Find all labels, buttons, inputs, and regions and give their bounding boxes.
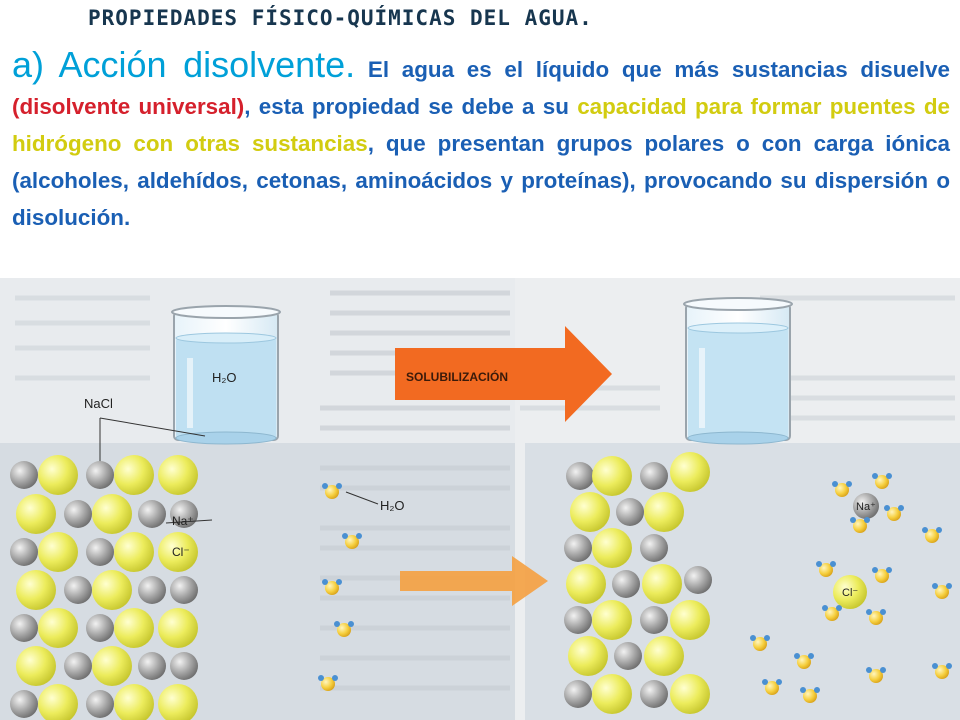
water-molecule-label: H₂O <box>380 498 405 513</box>
small-arrow <box>400 556 548 606</box>
paragraph-text-3: , que presentan grupos polares o con car… <box>12 131 950 230</box>
sodium-leader-line <box>165 519 213 524</box>
hydrated-chloride-ion <box>816 561 892 625</box>
chloride-label-right: Cl⁻ <box>842 587 858 599</box>
left-crystal-row-6 <box>16 646 198 686</box>
water-leader-line <box>345 491 379 505</box>
paragraph-text-2: , esta propiedad se debe a su <box>244 94 578 119</box>
right-crystal-row-7 <box>564 674 710 714</box>
left-page-margin-lines <box>15 295 150 381</box>
solubilization-arrow <box>395 326 612 422</box>
left-beaker <box>171 305 281 445</box>
chloride-label: Cl⁻ <box>172 545 190 559</box>
solubilization-label: SOLUBILIZACIÓN <box>406 369 508 384</box>
highlight-universal-solvent: (disolvente universal) <box>12 94 245 119</box>
section-heading: a) Acción disolvente. <box>12 44 356 85</box>
right-crystal-row-2 <box>570 492 684 532</box>
nacl-label: NaCl <box>84 396 113 411</box>
highlight-hydrogen-bonds: capacidad para formar puentes de hidróge… <box>12 94 950 156</box>
right-crystal-row-1 <box>566 452 710 496</box>
left-crystal-row-4 <box>16 570 198 610</box>
left-crystal-row-7 <box>10 684 198 720</box>
left-salt-crystal <box>10 455 198 720</box>
sodium-label-right: Na⁺ <box>856 501 876 513</box>
body-paragraph: a) Acción disolvente. El agua es el líqu… <box>12 46 950 236</box>
right-crystal-row-3 <box>564 528 668 568</box>
left-crystal-row-1 <box>10 455 198 495</box>
right-crystal-row-4 <box>566 564 712 604</box>
beaker-water-label: H₂O <box>212 370 237 385</box>
nacl-leader-line-2 <box>99 417 206 437</box>
paragraph-text-1: El agua es el líquido que más sustancias… <box>355 57 951 82</box>
slide-title: PROPIEDADES FÍSICO-QUÍMICAS DEL AGUA. <box>88 6 593 30</box>
right-crystal-row-6 <box>568 636 684 676</box>
right-crystal-row-5 <box>564 600 710 640</box>
hydrated-sodium-ion <box>832 473 904 533</box>
right-beaker <box>683 297 793 445</box>
right-salt-crystal <box>564 452 712 714</box>
left-crystal-row-3 <box>10 532 198 572</box>
right-page-text-lines <box>520 295 955 421</box>
sodium-label: Na⁺ <box>172 514 194 528</box>
left-crystal-row-2 <box>16 494 198 534</box>
solubilization-figure: H₂O NaCl Na⁺ Cl⁻ H₂O SOLUBILIZACIÓN <box>0 278 960 720</box>
left-crystal-row-5 <box>10 608 198 648</box>
